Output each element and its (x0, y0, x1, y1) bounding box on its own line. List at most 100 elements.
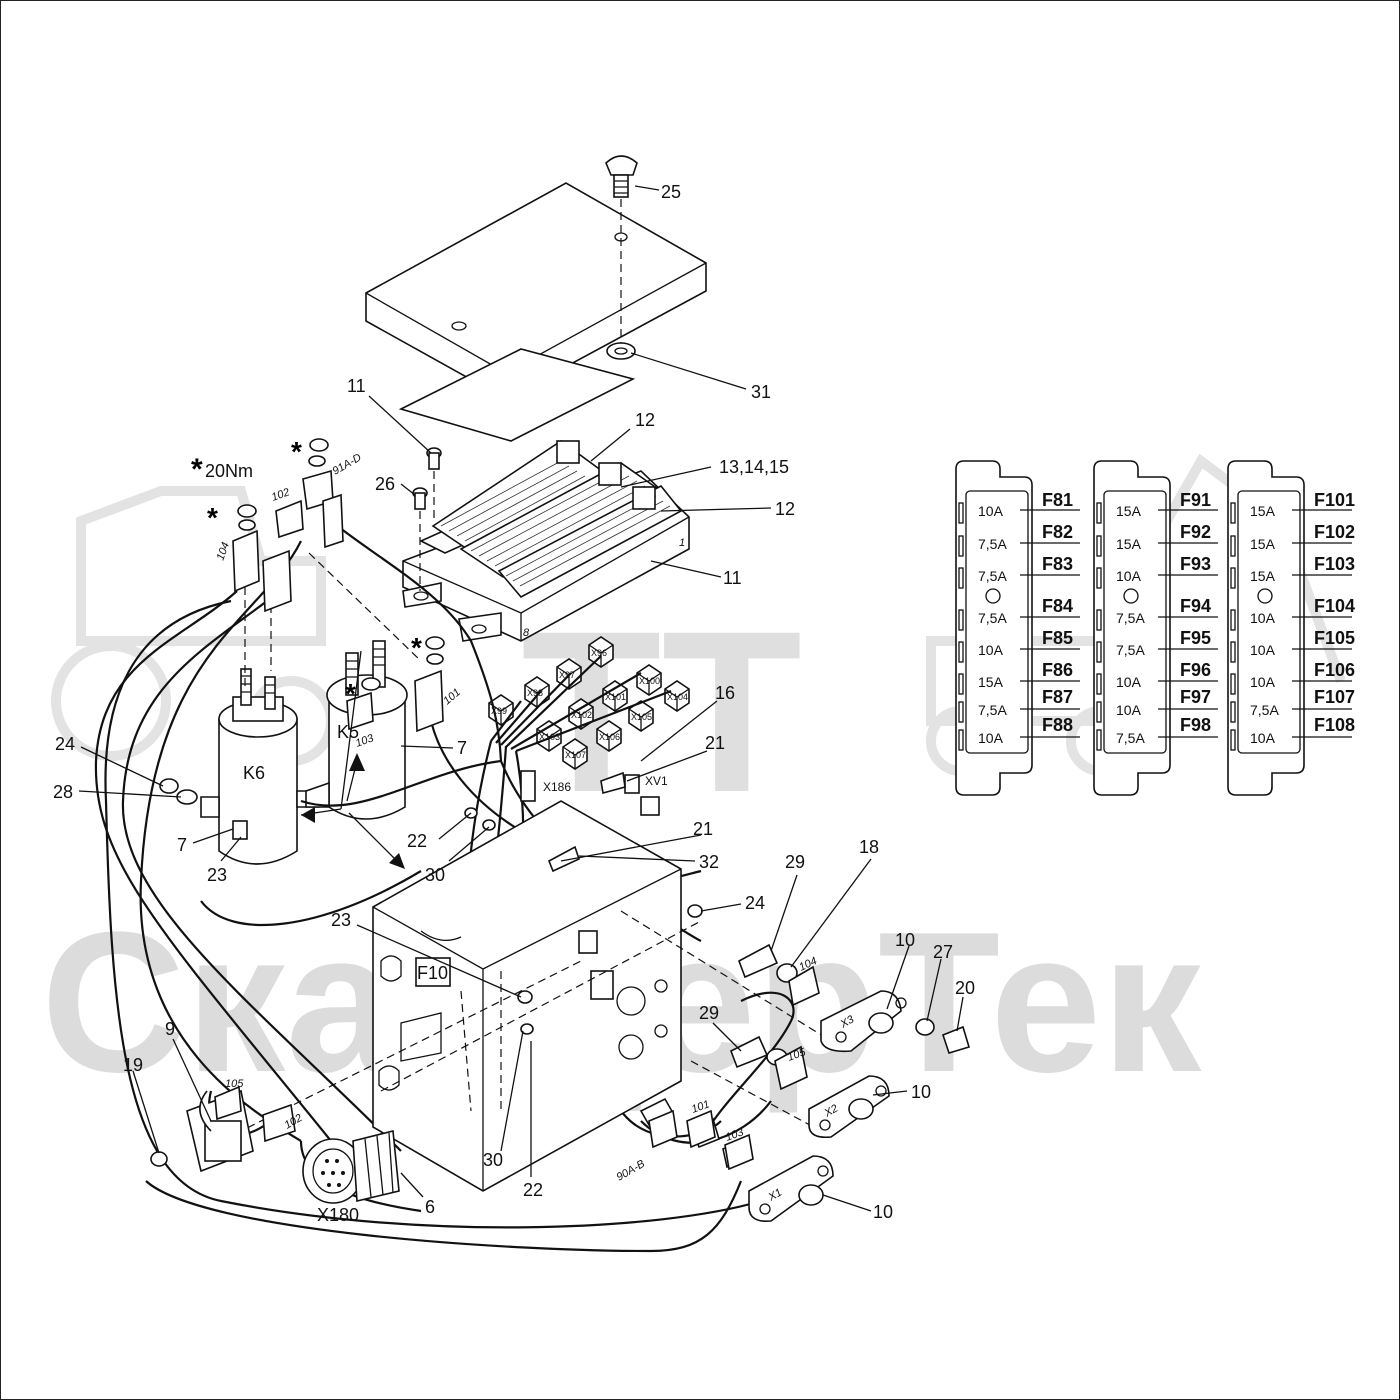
fuse-id-f101: F101 (1314, 490, 1355, 510)
assembly-arrows (300, 650, 405, 869)
callout-leaders (78, 185, 964, 1212)
callout-9: 9 (165, 1019, 175, 1039)
fuse-rating-f107: 7,5A (1250, 702, 1279, 718)
wire-tag-105: 105 (225, 1078, 244, 1090)
connector-block-x96: X96 (588, 636, 614, 668)
fuse-id-f97: F97 (1180, 687, 1211, 707)
fuse-rating-f108: 10A (1250, 730, 1276, 746)
connector-block-x107: X107 (562, 738, 588, 770)
fuse-panels: 10AF817,5AF827,5AF837,5AF8410AF8515AF867… (955, 460, 1355, 796)
relay-k6-label: K6 (243, 763, 265, 783)
fuse-id-f96: F96 (1180, 660, 1211, 680)
fuse-id-f85: F85 (1042, 628, 1073, 648)
fuse-id-f88: F88 (1042, 715, 1073, 735)
callout-27: 27 (933, 942, 953, 962)
terminal-post-x1: X1 (748, 1155, 834, 1223)
wire-tag-102: 102 (270, 486, 291, 504)
fuse-rating-f106: 10A (1250, 674, 1276, 690)
fuse-id-f106: F106 (1314, 660, 1355, 680)
fuse-id-f98: F98 (1180, 715, 1211, 735)
connector-block-x104: X104 (664, 680, 690, 712)
callout-31: 31 (751, 382, 771, 402)
connector-label-x97: X97 (559, 670, 575, 680)
fuse-id-f102: F102 (1314, 522, 1355, 542)
fuse-rating-f81: 10A (978, 503, 1004, 519)
fuse-rating-f98: 7,5A (1116, 730, 1145, 746)
callout-21-b: 21 (693, 819, 713, 839)
callout-18: 18 (859, 837, 879, 857)
connector-block-x105: X105 (628, 700, 654, 732)
callout-13-14-15: 13,14,15 (719, 457, 789, 477)
callout-6: 6 (425, 1197, 435, 1217)
wire-tag-91a-d: 91A-D (331, 452, 364, 478)
fuse-f10-label: F10 (417, 963, 448, 983)
callout-10-c: 10 (873, 1202, 893, 1222)
connector-block-x98: X98 (524, 676, 550, 708)
board-tag-8: 8 (523, 627, 530, 639)
callout-30-b: 30 (483, 1150, 503, 1170)
fuse-rating-f93: 10A (1116, 568, 1142, 584)
fuse-id-f108: F108 (1314, 715, 1355, 735)
fuse-rating-f97: 10A (1116, 702, 1142, 718)
connector-label-x101: X101 (605, 692, 626, 702)
fuse-id-f86: F86 (1042, 660, 1073, 680)
callout-23-b: 23 (331, 910, 351, 930)
callout-25: 25 (661, 182, 681, 202)
callout-7: 7 (457, 738, 467, 758)
callout-24: 24 (55, 734, 75, 754)
callout-29: 29 (785, 852, 805, 872)
connector-label-x107: X107 (565, 750, 586, 760)
connector-label-x106: X106 (599, 732, 620, 742)
fuse-id-f95: F95 (1180, 628, 1211, 648)
fuse-rating-f102: 15A (1250, 536, 1276, 552)
gasket (398, 348, 636, 442)
connector-block-x101: X101 (602, 680, 628, 712)
callout-22-b: 22 (523, 1180, 543, 1200)
screw-26 (412, 487, 428, 591)
callout-20: 20 (955, 978, 975, 998)
connector-block-x106: X106 (596, 720, 622, 752)
callout-11-b: 11 (723, 568, 742, 588)
fuse-rating-f84: 7,5A (978, 610, 1007, 626)
callout-19: 19 (123, 1055, 143, 1075)
connector-label-x98: X98 (527, 688, 543, 698)
callout-21: 21 (705, 733, 725, 753)
torque-asterisk-102: * (291, 436, 302, 467)
callout-numbers: 25 31 11 12 13,14,15 12 11 26 16 21 21 7… (53, 182, 975, 1225)
fuse-id-f103: F103 (1314, 554, 1355, 574)
fuse-rating-f103: 15A (1250, 568, 1276, 584)
fuse-rating-f92: 15A (1116, 536, 1142, 552)
fuse-id-f87: F87 (1042, 687, 1073, 707)
callout-29-b: 29 (699, 1003, 719, 1023)
fuse-panel-2: 15AF9115AF9210AF937,5AF947,5AF9510AF9610… (1093, 460, 1218, 796)
relay-k6: K6 (200, 668, 320, 865)
wire-harness (94, 520, 795, 1253)
callout-22: 22 (407, 831, 427, 851)
terminal-post-x2: X2 (808, 1075, 890, 1139)
callout-28: 28 (53, 782, 73, 802)
fuse-rating-f83: 7,5A (978, 568, 1007, 584)
wire-tag-104: 104 (215, 541, 233, 562)
fuse-panel-1: 10AF817,5AF827,5AF837,5AF8410AF8515AF867… (955, 460, 1080, 796)
callout-10: 10 (895, 930, 915, 950)
wire-lugs (214, 469, 820, 1171)
wire-tag-101-b: 101 (690, 1098, 711, 1116)
fuse-rating-f82: 7,5A (978, 536, 1007, 552)
connector-label-x99: X99 (491, 706, 507, 716)
fuse-board: 8 1 (402, 440, 690, 642)
callout-30: 30 (425, 865, 445, 885)
screw-11 (426, 447, 442, 521)
fuse-rating-f105: 10A (1250, 642, 1276, 658)
fuse-rating-f87: 7,5A (978, 702, 1007, 718)
fuse-rating-f86: 15A (978, 674, 1004, 690)
fuse-rating-f88: 10A (978, 730, 1004, 746)
knob-screw-25 (605, 155, 638, 346)
connector-block-x99: X99 (488, 694, 514, 726)
callout-16: 16 (715, 683, 735, 703)
wire-tag-90a-b: 90A-B (615, 1158, 647, 1184)
wire-tag-101: 101 (441, 686, 463, 707)
torque-asterisk-104: * (207, 502, 218, 533)
fuse-id-f92: F92 (1180, 522, 1211, 542)
